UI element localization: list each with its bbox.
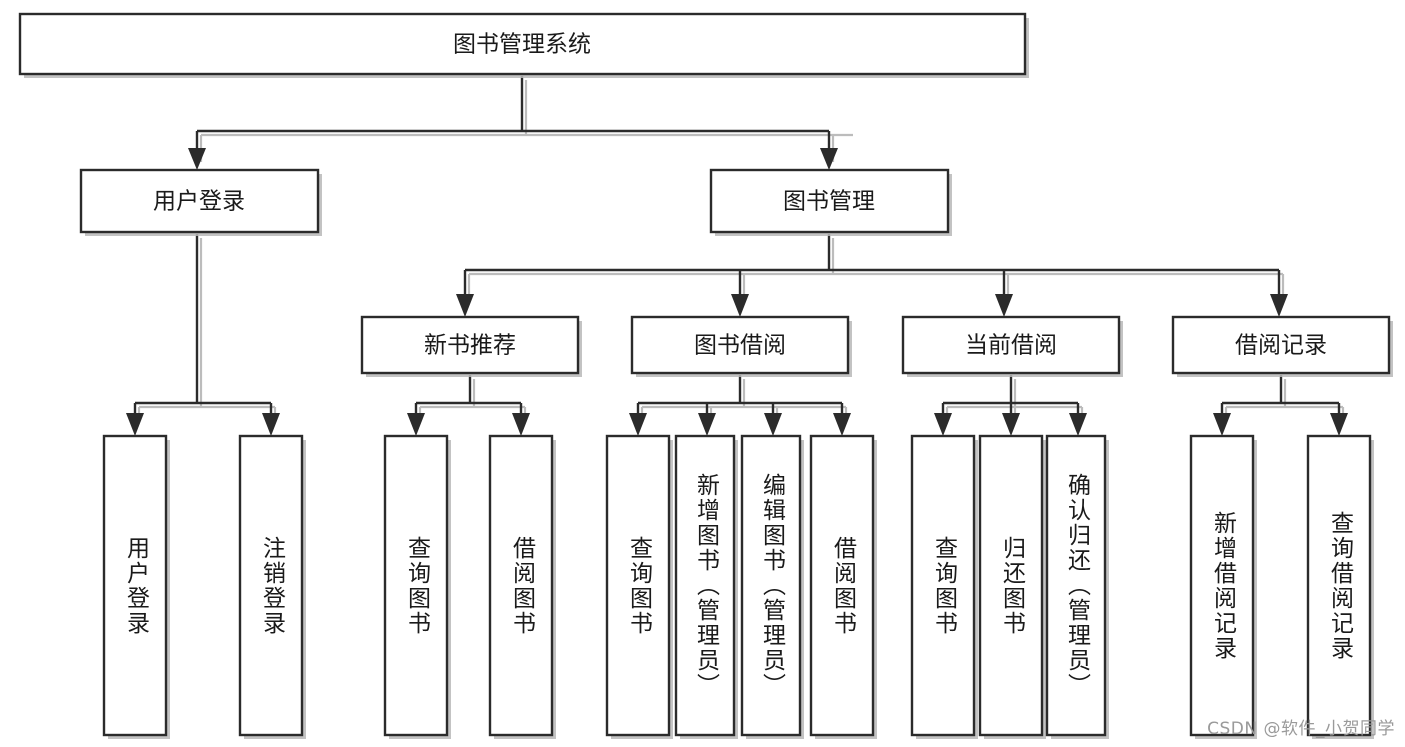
arrow-to-leaf-query-book-1 — [407, 413, 425, 436]
node-current-borrow[interactable]: 当前借阅 — [901, 315, 1123, 377]
node-new-book-recommend[interactable]: 新书推荐 — [360, 315, 582, 377]
connector-layer — [126, 76, 1348, 436]
node-new-book-recommend-label: 新书推荐 — [424, 333, 516, 359]
node-user-login-label: 用户登录 — [153, 189, 245, 215]
node-book-borrow-label: 图书借阅 — [694, 333, 786, 359]
node-borrow-record[interactable]: 借阅记录 — [1171, 315, 1393, 377]
arrow-to-leaf-user-login — [126, 413, 144, 436]
arrow-to-leaf-query-book-3 — [934, 413, 952, 436]
node-borrow-record-label: 借阅记录 — [1235, 333, 1327, 359]
arrow-to-leaf-return-book — [1002, 413, 1020, 436]
node-leaf-add-record[interactable] — [1189, 434, 1257, 739]
arrow-to-book-manage — [820, 148, 838, 170]
edge-root-bus — [195, 76, 831, 156]
node-root-label: 图书管理系统 — [453, 32, 591, 58]
node-root[interactable]: 图书管理系统 — [18, 12, 1029, 78]
arrow-to-user-login — [188, 148, 206, 170]
arrow-to-leaf-edit-book — [764, 413, 782, 436]
node-user-login[interactable]: 用户登录 — [79, 168, 322, 236]
node-leaf-borrow-book-1[interactable] — [488, 434, 556, 739]
node-leaf-confirm-return[interactable] — [1045, 434, 1109, 739]
node-leaf-user-login[interactable] — [102, 434, 170, 739]
edge-new-book-recommend-bus — [414, 375, 523, 416]
arrow-to-new-book-recommend — [456, 294, 474, 317]
node-book-borrow[interactable]: 图书借阅 — [630, 315, 852, 377]
arrow-to-leaf-query-book-2 — [629, 413, 647, 436]
arrow-to-leaf-query-record — [1330, 413, 1348, 436]
arrow-to-leaf-add-record — [1213, 413, 1231, 436]
arrow-to-leaf-add-book — [698, 413, 716, 436]
node-leaf-query-book-3[interactable] — [910, 434, 978, 739]
node-leaf-user-logout[interactable] — [238, 434, 306, 739]
node-leaf-query-record[interactable] — [1306, 434, 1374, 739]
arrow-to-current-borrow — [995, 294, 1013, 317]
arrow-to-leaf-confirm-return — [1069, 413, 1087, 436]
node-leaf-add-book[interactable] — [674, 434, 738, 739]
csdn-watermark: CSDN @软件_小贺同学 — [1207, 719, 1395, 739]
edge-book-manage-bus — [463, 234, 1281, 296]
node-leaf-return-book[interactable] — [978, 434, 1046, 739]
leaf-nodes-layer — [102, 434, 1374, 739]
node-leaf-query-book-1[interactable] — [383, 434, 451, 739]
arrow-to-leaf-borrow-book-2 — [833, 413, 851, 436]
node-current-borrow-label: 当前借阅 — [965, 333, 1057, 359]
edge-book-borrow-bus — [636, 375, 844, 416]
edge-borrow-record-bus — [1220, 375, 1341, 416]
arrow-to-leaf-user-logout — [262, 413, 280, 436]
arrow-to-book-borrow — [731, 294, 749, 317]
node-leaf-query-book-2[interactable] — [605, 434, 673, 739]
node-leaf-edit-book[interactable] — [740, 434, 804, 739]
edge-current-borrow-bus — [941, 375, 1080, 416]
node-leaf-borrow-book-2[interactable] — [809, 434, 877, 739]
arrow-to-leaf-borrow-book-1 — [512, 413, 530, 436]
arrow-to-borrow-record — [1270, 294, 1288, 317]
node-book-manage-label: 图书管理 — [783, 189, 875, 215]
edge-user-login-bus — [133, 234, 273, 416]
node-book-manage[interactable]: 图书管理 — [709, 168, 952, 236]
